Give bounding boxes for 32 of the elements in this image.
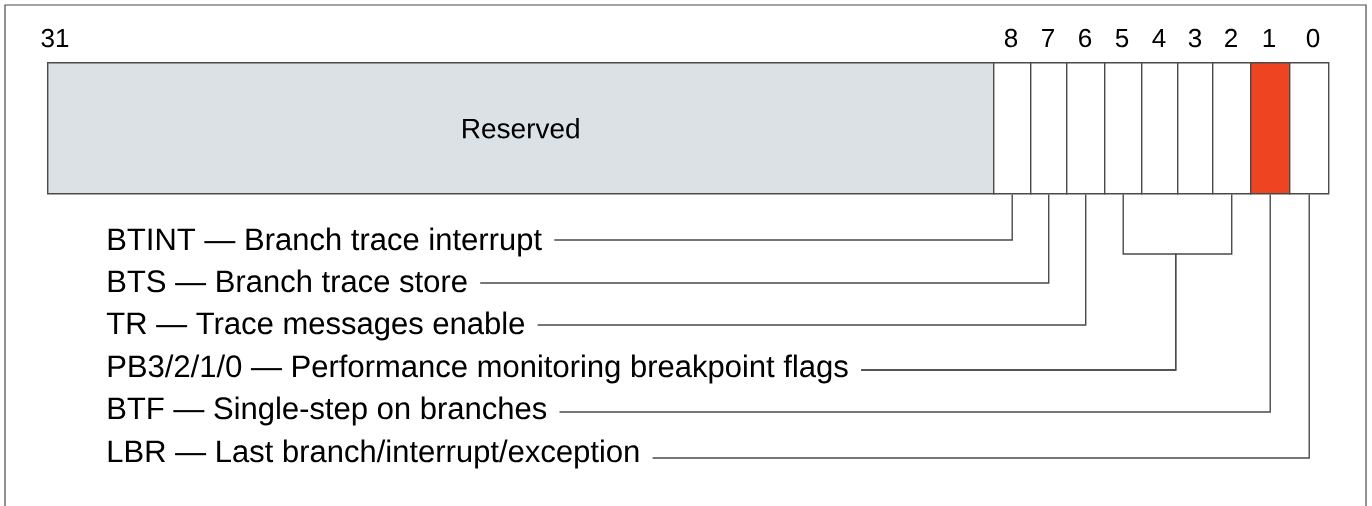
leader-line — [558, 193, 1271, 413]
bit-cell — [1250, 62, 1291, 195]
bit-number: 31 — [41, 28, 69, 48]
bit-description: BTS — Branch trace store — [108, 269, 467, 293]
bit-cell — [1289, 62, 1330, 195]
bit-number: 2 — [1225, 28, 1237, 47]
leader-line — [479, 193, 1050, 284]
bit-description: LBR — Last branch/interrupt/exception — [108, 439, 639, 469]
bit-cell — [1104, 62, 1143, 195]
bit-number: 1 — [1263, 29, 1275, 47]
bit-cell — [993, 62, 1032, 195]
leader-line — [553, 193, 1013, 241]
bit-description: PB3/2/1/0 — Performance monitoring breakpoint flags — [108, 354, 848, 384]
register-field: Reserved — [47, 62, 995, 195]
bit-cell — [1177, 62, 1214, 195]
bit-description: BTF — Single-step on branches — [108, 396, 547, 426]
bit-cell — [1141, 62, 1179, 195]
bit-description: TR — Trace messages enable — [106, 311, 524, 341]
bit-number: 5 — [1115, 29, 1129, 48]
bracket-leader-line — [860, 193, 1233, 371]
bit-description: BTINT — Branch trace interrupt — [108, 227, 542, 257]
bit-number: 6 — [1079, 28, 1092, 48]
bit-number: 7 — [1042, 29, 1054, 47]
bit-number: 0 — [1306, 28, 1320, 48]
bit-cell — [1030, 62, 1068, 195]
bit-number: 8 — [1004, 28, 1018, 48]
leader-line — [651, 193, 1310, 459]
leader-line — [536, 193, 1087, 326]
bit-cell — [1066, 62, 1106, 195]
bit-number: 4 — [1152, 29, 1166, 47]
bit-cell — [1212, 62, 1252, 195]
bit-number: 3 — [1188, 28, 1202, 48]
